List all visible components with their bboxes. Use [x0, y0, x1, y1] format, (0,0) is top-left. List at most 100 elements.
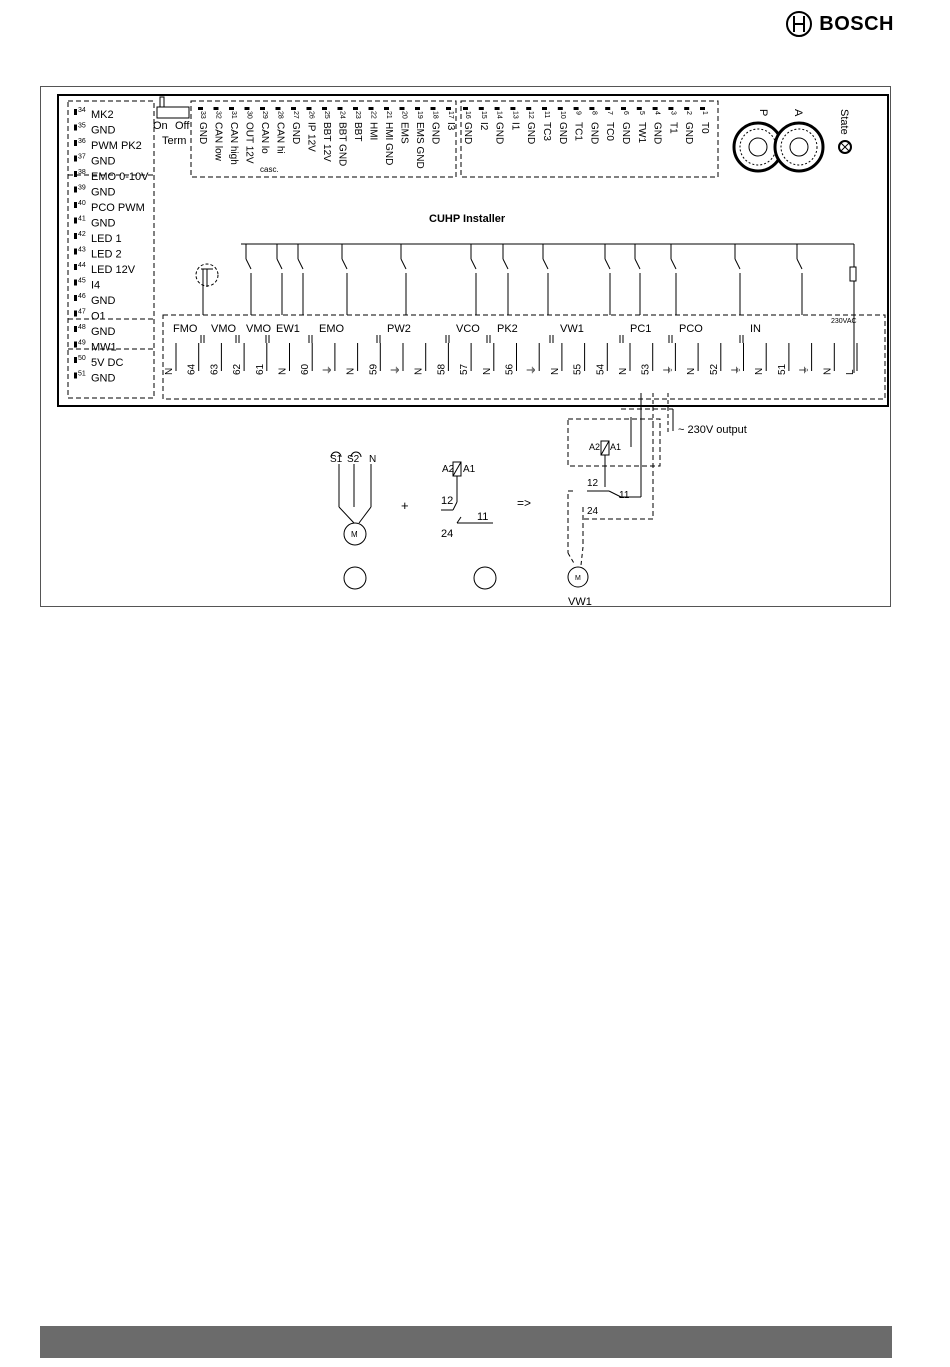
bottom-terminal-label: ⏚	[799, 365, 811, 375]
left-terminal-label: GND	[91, 125, 116, 137]
bottom-terminal-label: 64	[187, 363, 198, 375]
top-terminal-num: 19	[416, 111, 423, 119]
top-terminal-label: T1	[667, 122, 678, 134]
top-terminal-num: 2	[685, 111, 692, 115]
top-terminal-label: GND	[290, 122, 301, 144]
top-terminal-label: I3	[445, 122, 456, 131]
result-12-label: 12	[587, 478, 599, 489]
left-terminal-label: GND	[91, 187, 116, 199]
left-terminal-num: 37	[78, 154, 86, 161]
left-terminal-label: LED 12V	[91, 264, 136, 276]
left-terminal-label: PCO PWM	[91, 202, 145, 214]
top-terminal-label: GND	[620, 122, 631, 144]
left-terminal-label: MW1	[91, 342, 117, 354]
left-terminal-num: 45	[78, 278, 86, 285]
top-terminal-label: EMS GND	[414, 122, 425, 169]
plus-operator: +	[401, 498, 409, 513]
left-terminal-num: 40	[78, 200, 86, 207]
output-block-label: PK2	[497, 323, 518, 335]
left-terminal-num: 43	[78, 247, 86, 254]
top-terminal-num: 29	[261, 111, 268, 119]
top-terminal-label: CAN lo	[259, 122, 270, 154]
left-terminal-num: 51	[78, 371, 86, 378]
brand-logo: BOSCH	[785, 10, 894, 38]
top-terminal-label: BBT	[352, 122, 363, 141]
top-terminal-num: 9	[575, 111, 582, 115]
top-terminal-num: 13	[511, 111, 518, 119]
top-terminal-num: 23	[354, 111, 361, 119]
top-terminal-label: TC3	[541, 122, 552, 141]
result-wiring	[567, 393, 669, 588]
rotary-switch-a	[773, 121, 825, 173]
output-block-label: PCO	[679, 323, 703, 335]
transistor-icon	[195, 263, 219, 315]
top-terminal-label: TC1	[573, 122, 584, 141]
term-label: Term	[162, 135, 186, 147]
top-terminal-label: HMI	[368, 122, 379, 140]
top-terminal-label: HMI GND	[383, 122, 394, 165]
bottom-terminal-label: 62	[232, 363, 243, 375]
left-terminal-num: 46	[78, 293, 86, 300]
top-terminal-num: 31	[230, 111, 237, 119]
top-terminal-num: 18	[432, 111, 439, 119]
relay-symbol	[441, 461, 493, 524]
result-a1-label: A1	[610, 442, 621, 452]
motor-symbol	[330, 451, 372, 546]
left-terminal-label: GND	[91, 326, 116, 338]
top-terminal-label: GND	[525, 122, 536, 144]
top-terminal-num: 21	[385, 111, 392, 119]
left-terminal-num: 42	[78, 231, 86, 238]
top-terminal-label: CAN hi	[275, 122, 286, 154]
left-terminal-label: 5V DC	[91, 357, 123, 369]
bottom-terminal-label: N	[754, 368, 765, 375]
board-title: CUHP Installer	[429, 213, 506, 225]
term-switch	[156, 106, 190, 119]
top-terminal-label: OUT 12V	[244, 122, 255, 164]
left-terminal-num: 36	[78, 138, 86, 145]
result-11-label: 11	[619, 490, 630, 501]
left-terminal-num: 38	[78, 169, 86, 176]
bottom-terminal-label: N	[164, 368, 175, 375]
left-terminal-label: GND	[91, 218, 116, 230]
top-terminal-label: GND	[652, 122, 663, 144]
left-terminal-num: 48	[78, 324, 86, 331]
state-label: State	[838, 109, 850, 135]
output-block-label: VCO	[456, 323, 480, 335]
bottom-terminal-label: N	[482, 368, 493, 375]
relay-11-label: 11	[477, 511, 488, 523]
motor-m-label: M	[351, 530, 358, 539]
bottom-terminal-label: N	[618, 368, 629, 375]
top-terminal-num: 32	[215, 111, 222, 119]
relay-24-label: 24	[441, 528, 453, 540]
bottom-terminal-label: N	[822, 368, 833, 375]
top-terminal-num: 15	[480, 111, 487, 119]
rotary-p-label: P	[757, 109, 769, 116]
top-terminal-num: 1	[701, 111, 708, 115]
bottom-terminal-label: ⏚	[390, 365, 402, 375]
top-terminal-label: EMS	[399, 122, 410, 144]
left-terminal-label: LED 1	[91, 233, 122, 245]
term-off-label: Off	[175, 120, 190, 132]
top-terminal-num: 10	[559, 111, 566, 119]
left-terminal-num: 35	[78, 123, 86, 130]
bottom-terminal-label: N	[686, 368, 697, 375]
left-terminal-label: GND	[91, 156, 116, 168]
bottom-terminal-label: 51	[777, 363, 788, 375]
bottom-terminal-label: L	[845, 369, 856, 375]
top-terminal-num: 30	[246, 111, 253, 119]
top-terminal-num: 17	[447, 111, 454, 119]
output-block-label: PC1	[630, 323, 651, 335]
top-terminal-num: 3	[669, 111, 676, 115]
output-block-label: VW1	[560, 323, 584, 335]
top-terminal-label: T0	[699, 122, 710, 134]
output-block-label: EMO	[319, 323, 345, 335]
top-terminal-label: TW1	[636, 122, 647, 144]
bottom-terminal-label: 57	[459, 363, 470, 375]
motor-n-label: N	[369, 454, 376, 465]
controller-board	[57, 94, 889, 407]
top-terminal-num: 12	[527, 111, 534, 119]
left-terminal-label: EMO 0-10V	[91, 171, 149, 183]
callout-circle-2	[473, 566, 497, 590]
